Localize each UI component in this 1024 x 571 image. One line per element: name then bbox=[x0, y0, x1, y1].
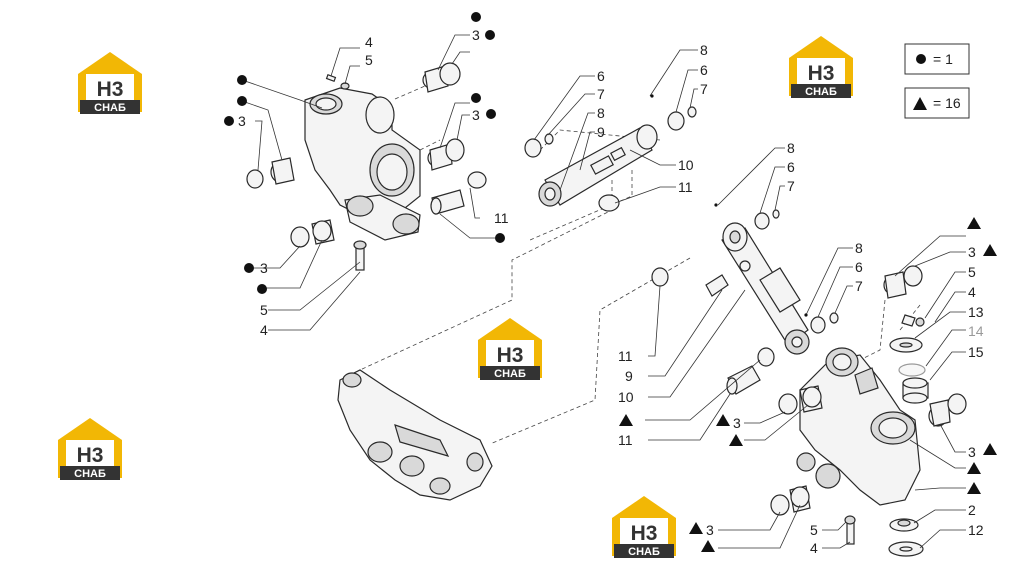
triangle-marker-icon bbox=[716, 414, 730, 426]
upper-left-assembly bbox=[246, 62, 487, 271]
callout: 4 bbox=[365, 34, 373, 50]
upper-cylinder-assembly bbox=[524, 106, 697, 212]
callouts-upper-mid: 6 7 8 9 10 11 8 6 7 bbox=[597, 42, 708, 195]
logo-mark: H3 bbox=[77, 444, 104, 467]
triangle-marker-icon bbox=[967, 482, 981, 494]
logo-text: СНАБ bbox=[628, 546, 660, 558]
callout: 11 bbox=[618, 348, 633, 364]
callout: 3 bbox=[733, 415, 741, 431]
logo-mark: H3 bbox=[97, 78, 124, 101]
callout: 9 bbox=[625, 368, 633, 384]
axle-housing bbox=[337, 369, 493, 501]
circle-marker-icon bbox=[237, 75, 247, 85]
callout: 12 bbox=[968, 522, 984, 538]
circle-marker-icon bbox=[495, 233, 505, 243]
logo-mark: H3 bbox=[631, 522, 658, 545]
callout: 10 bbox=[678, 157, 694, 173]
callout: 3 bbox=[706, 522, 714, 538]
callout: 6 bbox=[597, 68, 605, 84]
callout: 2 bbox=[968, 502, 976, 518]
legend-circle-box bbox=[904, 43, 970, 75]
callout: 3 bbox=[472, 107, 480, 123]
callout: 6 bbox=[855, 259, 863, 275]
circle-marker-icon bbox=[257, 284, 267, 294]
triangle-marker-icon bbox=[983, 244, 997, 256]
callout: 11 bbox=[678, 179, 693, 195]
callout: 10 bbox=[618, 389, 634, 405]
logo-text: СНАБ bbox=[805, 86, 837, 98]
logo-mark: H3 bbox=[808, 62, 835, 85]
right-cylinder-assembly bbox=[651, 209, 839, 395]
callout: 5 bbox=[810, 522, 818, 538]
callout: 11 bbox=[618, 432, 633, 448]
logo-text: СНАБ bbox=[494, 368, 526, 380]
triangle-marker-icon bbox=[967, 217, 981, 229]
circle-marker-icon bbox=[237, 96, 247, 106]
triangle-marker-icon bbox=[983, 443, 997, 455]
callout: 6 bbox=[787, 159, 795, 175]
triangle-marker-icon bbox=[619, 414, 633, 426]
logo-text: СНАБ bbox=[94, 102, 126, 114]
callout: 7 bbox=[597, 86, 605, 102]
callout: 6 bbox=[700, 62, 708, 78]
callout: 8 bbox=[855, 240, 863, 256]
logo-center: H3 СНАБ bbox=[478, 318, 542, 380]
callouts-upper-left: 4 5 3 3 3 3 5 4 11 bbox=[238, 27, 509, 338]
callout: 15 bbox=[968, 344, 984, 360]
callout: 14 bbox=[968, 323, 984, 339]
circle-marker-icon bbox=[471, 12, 481, 22]
triangle-marker-icon bbox=[913, 97, 927, 110]
logo-text: СНАБ bbox=[74, 468, 106, 480]
callout: 13 bbox=[968, 304, 984, 320]
triangle-marker-icon bbox=[729, 434, 743, 446]
triangle-marker-icon bbox=[689, 522, 703, 534]
steering-knuckle bbox=[770, 265, 967, 557]
logo-bottom-center: H3 СНАБ bbox=[612, 496, 676, 558]
callout: 3 bbox=[968, 244, 976, 260]
callout: 3 bbox=[238, 113, 246, 129]
logo-mark: H3 bbox=[497, 344, 524, 367]
callout: 3 bbox=[260, 260, 268, 276]
callout: 8 bbox=[597, 105, 605, 121]
callout: 4 bbox=[260, 322, 268, 338]
callout: 5 bbox=[260, 302, 268, 318]
circle-marker-icon bbox=[916, 54, 926, 64]
circle-marker-icon bbox=[471, 93, 481, 103]
circle-marker-icon bbox=[486, 109, 496, 119]
callout: 7 bbox=[700, 81, 708, 97]
logo-top-left: H3 СНАБ bbox=[78, 52, 142, 114]
legend-triangle-label: = 16 bbox=[933, 95, 961, 111]
legend: = 1 = 16 bbox=[904, 43, 970, 119]
logo-top-right: H3 СНАБ bbox=[789, 36, 853, 98]
callout: 5 bbox=[365, 52, 373, 68]
callout: 9 bbox=[597, 124, 605, 140]
callout: 3 bbox=[472, 27, 480, 43]
callout: 4 bbox=[810, 540, 818, 556]
callouts-right: 8 6 7 8 6 7 3 5 4 13 14 15 3 11 10 9 11 … bbox=[618, 140, 984, 556]
circle-marker-icon bbox=[244, 263, 254, 273]
legend-circle-label: = 1 bbox=[933, 51, 953, 67]
circle-marker-icon bbox=[224, 116, 234, 126]
callout: 11 bbox=[494, 210, 509, 226]
callout: 4 bbox=[968, 284, 976, 300]
markers bbox=[224, 12, 997, 552]
logo-bottom-left: H3 СНАБ bbox=[58, 418, 122, 480]
callout: 8 bbox=[787, 140, 795, 156]
triangle-marker-icon bbox=[701, 540, 715, 552]
callout: 5 bbox=[968, 264, 976, 280]
callout: 7 bbox=[855, 278, 863, 294]
circle-marker-icon bbox=[485, 30, 495, 40]
callout: 3 bbox=[968, 444, 976, 460]
triangle-marker-icon bbox=[967, 462, 981, 474]
leader-lines bbox=[241, 34, 966, 549]
legend-triangle-box bbox=[904, 87, 970, 119]
callout: 7 bbox=[787, 178, 795, 194]
callout: 8 bbox=[700, 42, 708, 58]
